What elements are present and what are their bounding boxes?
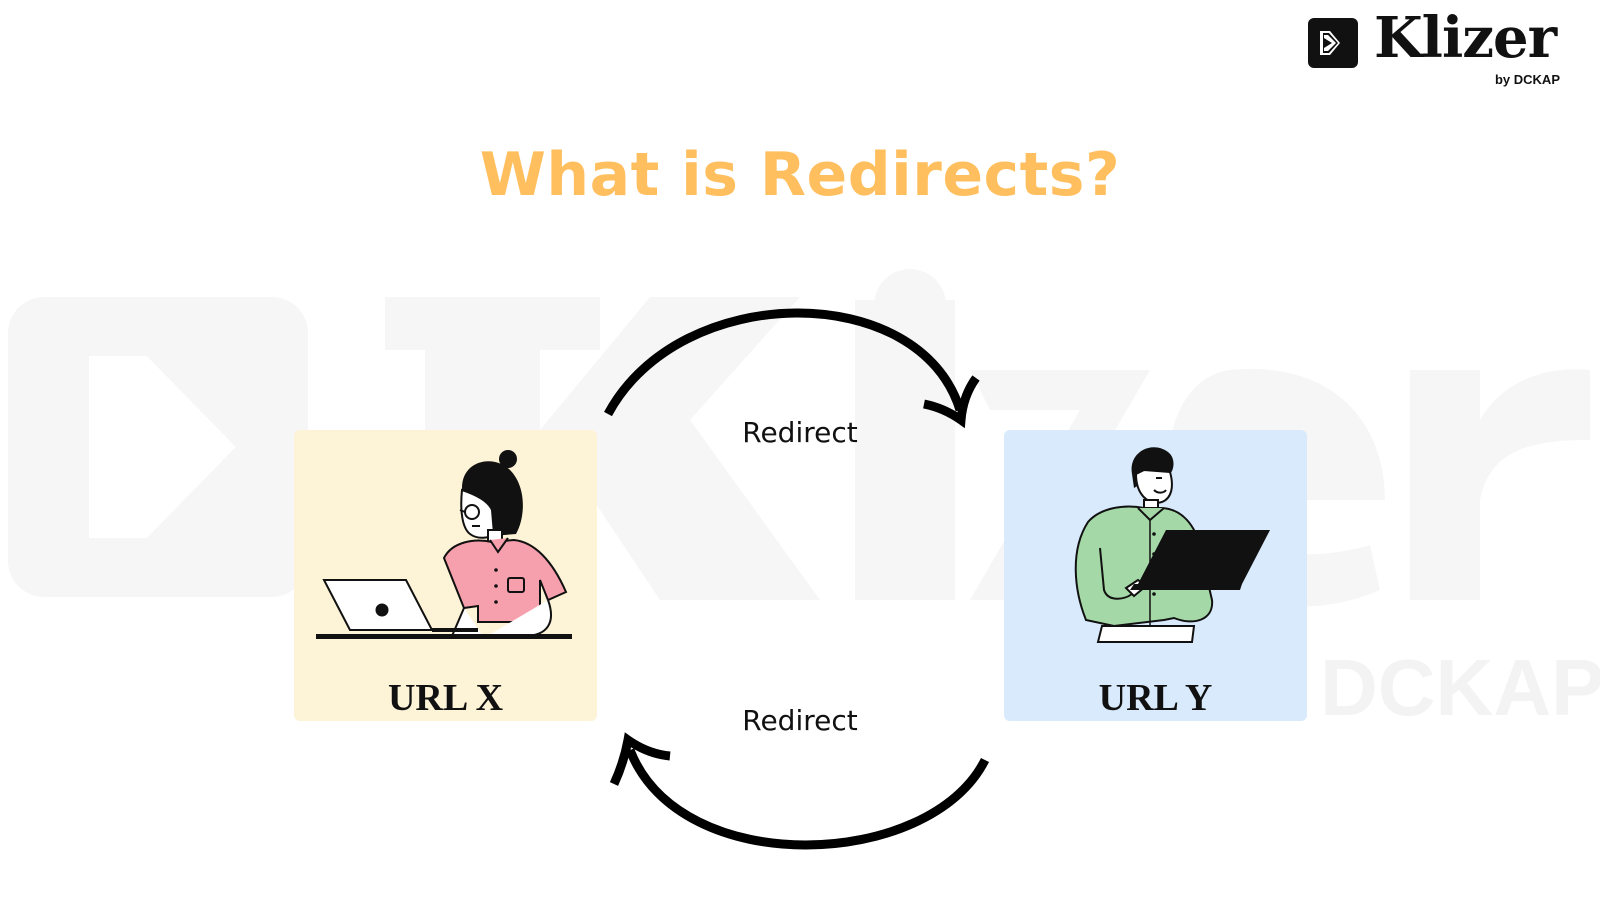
brand-byline: by DCKAP: [1494, 72, 1560, 87]
edge-label-x-to-y: Redirect: [742, 416, 858, 449]
node-card-url-y: URL Y: [1004, 430, 1307, 721]
edge-label-y-to-x: Redirect: [742, 704, 858, 737]
node-label-url-y: URL Y: [1098, 677, 1213, 719]
node-label-url-x: URL X: [387, 677, 504, 719]
redirect-arrow-y-to-x: [625, 748, 990, 850]
slide-title: What is Redirects?: [479, 140, 1121, 210]
brand-logo: Klizer by DCKAP: [1308, 10, 1578, 94]
svg-text:DCKAP: DCKAP: [1320, 643, 1600, 732]
arrowhead-y-to-x-icon: [609, 732, 671, 786]
arrowhead-x-to-y-icon: [923, 375, 980, 429]
woman-at-laptop-icon: [316, 450, 572, 639]
redirect-arrow-x-to-y: [604, 308, 965, 417]
klizer-logo-icon: [1308, 18, 1358, 68]
man-holding-laptop-icon: [1074, 447, 1270, 643]
node-card-url-x: URL X: [294, 430, 597, 721]
brand-name: Klizer: [1374, 5, 1557, 71]
